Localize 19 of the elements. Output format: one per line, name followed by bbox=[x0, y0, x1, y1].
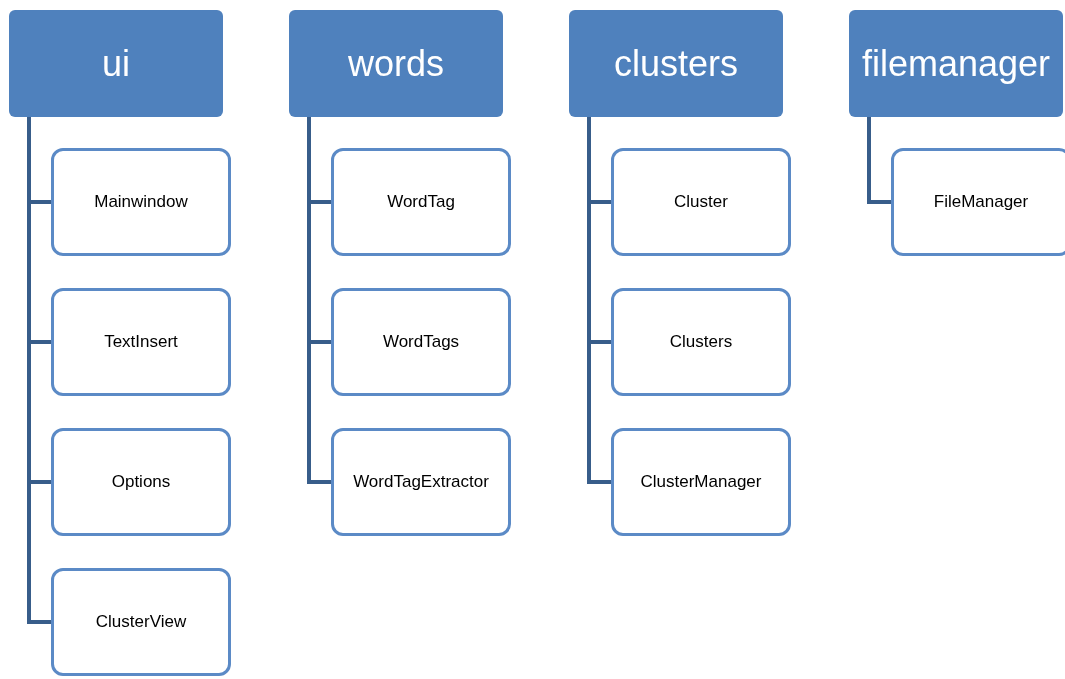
class-box: Options bbox=[51, 428, 231, 536]
package-header: clusters bbox=[569, 10, 783, 117]
package-header: filemanager bbox=[849, 10, 1063, 117]
class-box: WordTag bbox=[331, 148, 511, 256]
package-header: words bbox=[289, 10, 503, 117]
class-box: Cluster bbox=[611, 148, 791, 256]
class-box: Mainwindow bbox=[51, 148, 231, 256]
class-box: Clusters bbox=[611, 288, 791, 396]
class-box: ClusterView bbox=[51, 568, 231, 676]
connector-line bbox=[587, 117, 611, 484]
class-box: FileManager bbox=[891, 148, 1065, 256]
connector-line bbox=[307, 117, 331, 484]
connector-line bbox=[867, 117, 891, 204]
class-box: TextInsert bbox=[51, 288, 231, 396]
connector-line bbox=[27, 117, 51, 624]
class-box: WordTagExtractor bbox=[331, 428, 511, 536]
package-header: ui bbox=[9, 10, 223, 117]
class-box: WordTags bbox=[331, 288, 511, 396]
class-box: ClusterManager bbox=[611, 428, 791, 536]
